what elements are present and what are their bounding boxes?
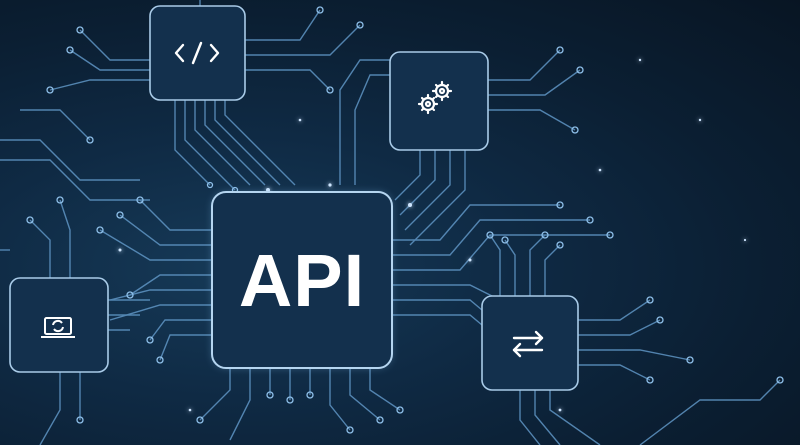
gears-icon [417,80,453,115]
circuit-traces [0,0,781,445]
laptop-sync-icon [41,317,75,338]
code-chip [149,5,246,101]
transfer-arrows-icon [512,330,544,358]
api-chip [211,191,393,369]
gears-chip [389,51,489,151]
code-icon [174,41,220,65]
trace-dots [26,6,784,434]
laptop-chip [9,277,109,373]
api-label: API [238,238,366,322]
transfer-chip [481,295,579,391]
